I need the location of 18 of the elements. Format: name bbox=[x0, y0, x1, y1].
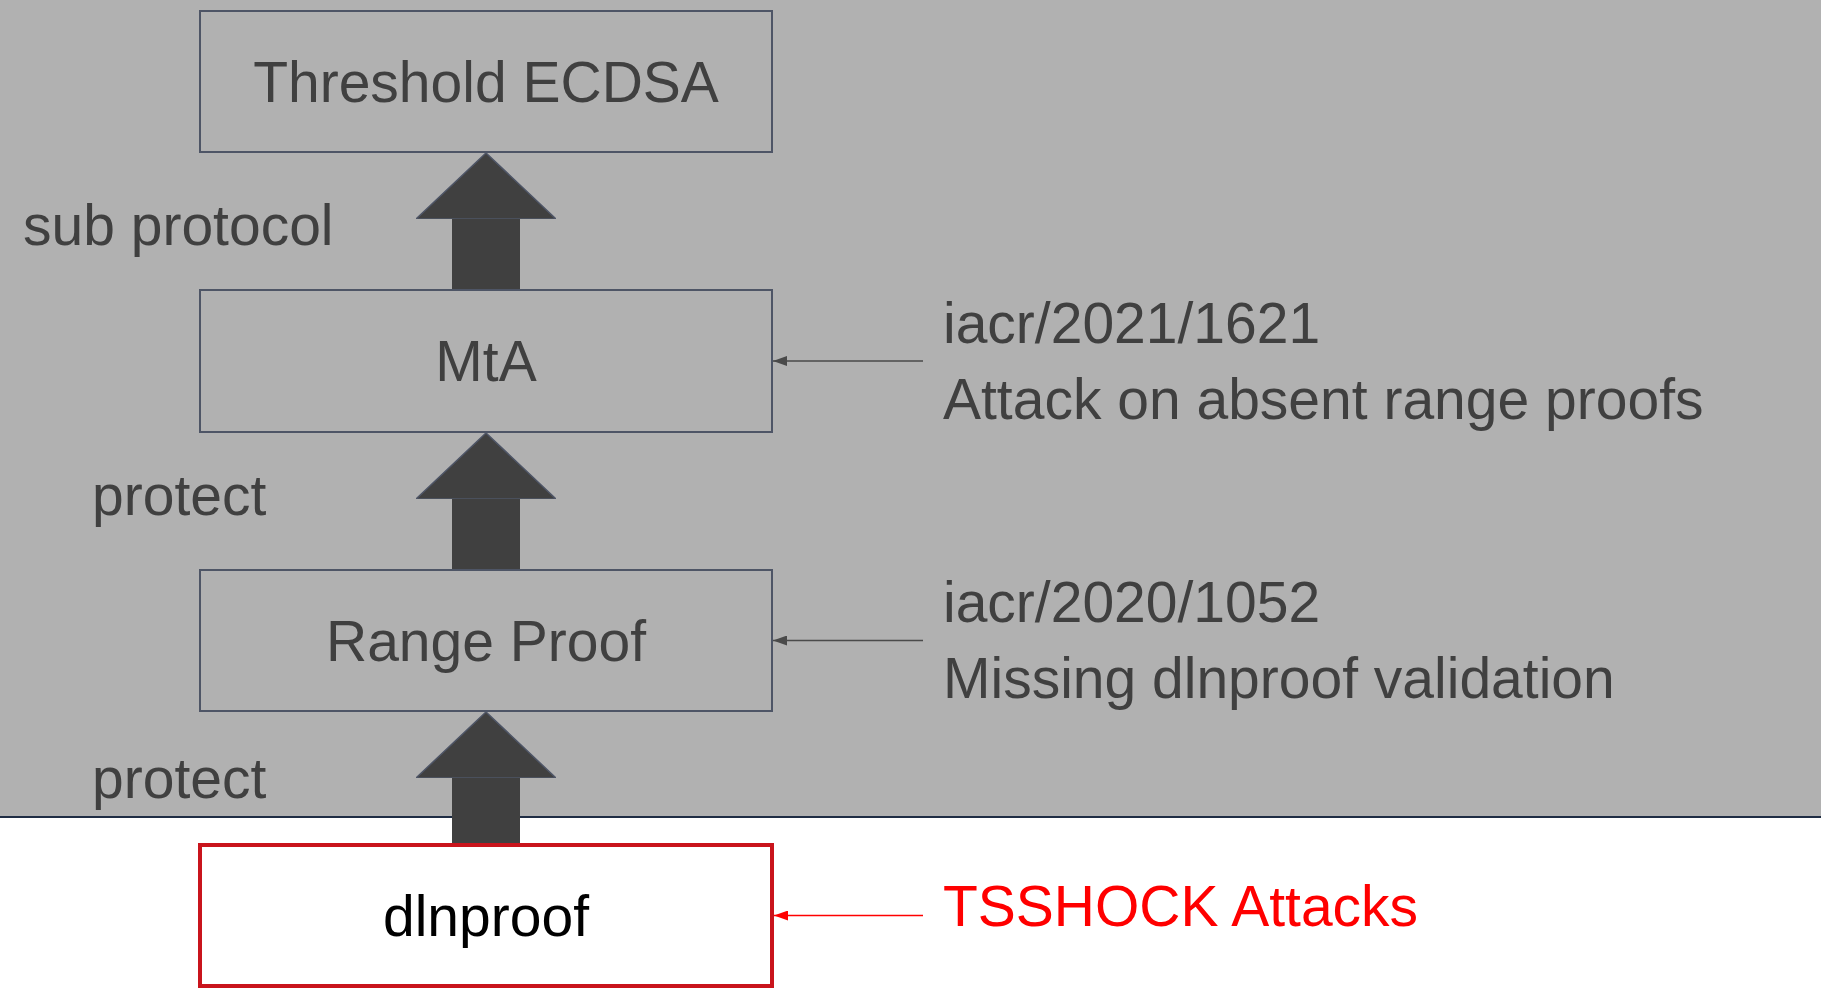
block-arrow bbox=[415, 432, 557, 569]
edge-label: protect bbox=[92, 745, 267, 811]
annotation-text: TSSHOCK Attacks bbox=[943, 873, 1420, 940]
process-box: Range Proof bbox=[199, 569, 773, 712]
annotation-text: Attack on absent range proofs bbox=[943, 366, 1705, 433]
block-arrow bbox=[415, 711, 557, 843]
edge-label: protect bbox=[92, 462, 267, 528]
process-box: Threshold ECDSA bbox=[199, 10, 773, 153]
leader-arrow bbox=[772, 635, 924, 646]
reference-text: iacr/2021/1621 bbox=[943, 290, 1322, 357]
reference-text: iacr/2020/1052 bbox=[943, 569, 1322, 636]
process-box: MtA bbox=[199, 289, 773, 433]
edge-label: sub protocol bbox=[23, 192, 334, 258]
annotation-text: Missing dlnproof validation bbox=[943, 645, 1616, 712]
block-arrow bbox=[415, 152, 557, 289]
leader-arrow bbox=[772, 356, 924, 366]
leader-arrow bbox=[773, 910, 924, 921]
process-box: dlnproof bbox=[198, 843, 774, 988]
